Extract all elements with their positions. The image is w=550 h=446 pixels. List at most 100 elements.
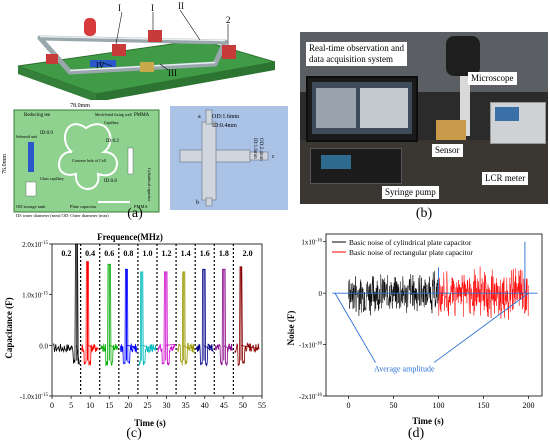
caption-d: (d)	[407, 426, 425, 441]
block-2	[148, 30, 162, 42]
chart-d-ytick-exp: -16	[315, 393, 322, 398]
chart-c-ytick-label: 0.0	[39, 342, 48, 350]
lbl-legend: ID: inner diameter (mm) OD: Outer diamet…	[16, 213, 109, 218]
chart-c-title: Frequence(MHz)	[97, 232, 163, 242]
lbl-plate-cap: Plate capacitor	[70, 204, 97, 209]
lbl-mesh: Mesh-lined fixing wall	[95, 112, 133, 117]
reservoir-disc	[84, 18, 96, 36]
chart-d-legend-label: Basic noise of rectangular plate capacit…	[349, 248, 473, 257]
chart-c-xtick-label: 40	[201, 401, 209, 410]
sensor-chip	[436, 120, 466, 140]
blue-section	[90, 60, 116, 67]
chart-c-xtick-label: 10	[86, 401, 94, 410]
chart-d-arrow-2	[433, 292, 529, 363]
chip-3d-view: I I II 2 III IV	[17, 1, 276, 100]
microscope-head	[446, 36, 480, 76]
caption-a: (a)	[127, 206, 143, 221]
chip-substrate-side	[18, 66, 96, 100]
lbl-od-storage: OD storage tank	[16, 204, 46, 209]
dim-width: 78.0mm	[70, 103, 90, 109]
chart-d-ytick-label: -1x10-16	[299, 342, 323, 350]
chart-c-series-2.0	[234, 266, 260, 367]
chart-c-series-1.2	[157, 271, 176, 366]
lbl-solenoid: Solenoid unit	[16, 134, 38, 139]
chart-c-freq-label: 1.0	[142, 249, 152, 258]
chart-d-xtick-label: 150	[478, 401, 490, 410]
chart-d-xtick-label: 0	[347, 401, 351, 410]
block-1	[112, 44, 126, 56]
chart-d-ylabel: Noise (F)	[286, 311, 296, 346]
label-lcr-meter: LCR meter	[482, 172, 529, 185]
chart-d-ytick-exp: -16	[315, 239, 322, 244]
lbl-pmma-bottom: PMMA	[134, 204, 149, 209]
chart-d-ytick-label: -2x10-16	[299, 393, 323, 401]
chart-c-series-1.4	[176, 271, 195, 366]
storage-tank	[25, 181, 37, 197]
chart-c-xtick-label: 30	[163, 401, 171, 410]
lab-photo: Real-time observation and data acquisiti…	[300, 32, 548, 204]
chart-d-xtick-label: 50	[390, 401, 398, 410]
screen-window-1	[316, 88, 356, 128]
lbl-reducing-tee: Reducing tee	[24, 113, 51, 118]
solenoid-coil	[28, 142, 34, 172]
lbl-cyl-cap: Cylindrical capacitor	[147, 168, 152, 202]
tee-od16: OD:1.6mm	[212, 114, 240, 120]
chart-c-series-0.4	[81, 261, 99, 366]
chart-c-series-0.2	[52, 243, 80, 365]
tee-id16: ID:1.6mm	[252, 138, 257, 159]
chart-c-freq-label: 0.8	[123, 249, 133, 258]
monitor-screen	[312, 82, 412, 134]
chart-c-xtick-label: 55	[258, 401, 266, 410]
chart-d-series-rectangular	[438, 266, 529, 320]
label-realtime: Real-time observation and data acquisiti…	[306, 42, 407, 66]
callout-II: II	[178, 1, 184, 11]
chart-c-freq-label: 1.6	[200, 249, 210, 258]
chart-c-freq-label: 2.0	[243, 249, 253, 258]
callout-III: III	[168, 68, 177, 78]
block-3	[222, 45, 236, 59]
chart-d-ytick-label: 1x10-16	[301, 239, 322, 247]
chart-c-freq-label: 0.6	[104, 249, 114, 258]
lbl-id02: ID:0.2	[106, 139, 119, 144]
chart-c-xlabel: Time (s)	[134, 418, 166, 428]
tee-port-c: c	[272, 154, 275, 160]
chart-c-ytick-exp: -15	[41, 241, 48, 246]
chart-d-frame	[325, 233, 543, 397]
callout-I-2: I	[151, 3, 154, 13]
label-sensor: Sensor	[432, 144, 463, 157]
chart-c-xtick-label: 25	[143, 401, 151, 410]
chart-c-ytick-exp: -15	[41, 393, 48, 398]
chart-d-annotation: Average amplitude	[374, 365, 435, 374]
callout-lines	[99, 9, 229, 71]
chart-d-legend-label: Basic noise of cylindrical plate capacit…	[349, 238, 472, 247]
sensor-block	[140, 62, 154, 72]
chart-c-ytick-label: -1.0x10-15	[20, 393, 49, 401]
chart-c-ytick-label: 1.0x10-15	[22, 292, 48, 300]
tee-fitting-drawing: OD:1.6mm ID:0.4mm a OD:2.4mm ID:1.6mm c …	[170, 106, 288, 210]
monitor	[306, 76, 418, 142]
tee-port-a: a	[198, 114, 201, 120]
syringe-pump-body	[310, 148, 402, 184]
chart-d-arrow-1	[334, 292, 376, 363]
chart-c-xtick-label: 5	[69, 401, 73, 410]
lbl-capillary: Capillary	[104, 120, 119, 125]
chart-c-freq-label: 1.2	[162, 249, 172, 258]
screen-window-2	[360, 88, 408, 128]
chart-c-freq-label: 0.2	[61, 249, 71, 258]
chart-c-freq-label: 1.8	[219, 249, 229, 258]
chart-c-freq-label: 1.4	[181, 249, 191, 258]
pump-display	[321, 155, 351, 169]
lbl-id08: ID:0.8	[104, 179, 117, 184]
clover-channel	[58, 123, 118, 190]
chart-c-series-0.8	[119, 268, 138, 365]
chart-d-xtick-label: 200	[523, 401, 535, 410]
cylindrical-cap	[127, 147, 134, 175]
lbl-id09: ID:0.9	[40, 131, 53, 136]
chart-d-xlabel: Time (s)	[412, 416, 444, 426]
chart-c-xtick-label: 45	[220, 401, 228, 410]
callout-IV: IV	[96, 61, 105, 70]
chart-c-ytick-exp: -15	[41, 292, 48, 297]
